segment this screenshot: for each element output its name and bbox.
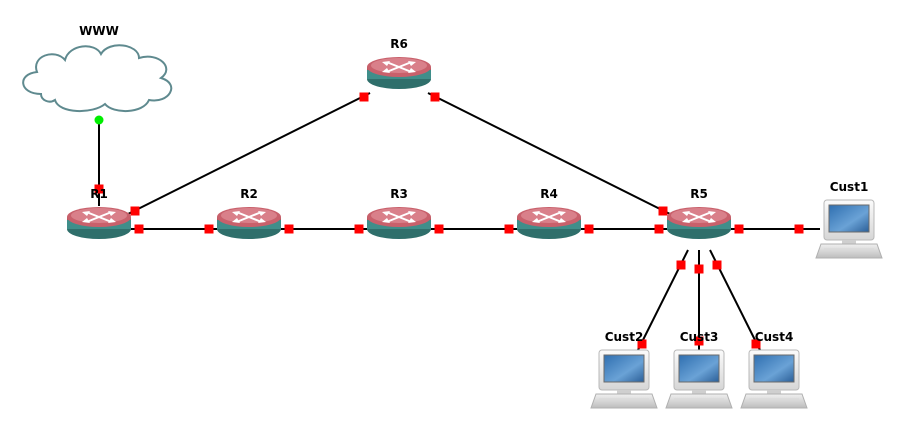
port-r5-on-r5-cust4[interactable] <box>712 260 722 270</box>
port-www-on-www-r1[interactable] <box>94 115 104 125</box>
port-r3-on-r2-r3[interactable] <box>354 224 364 234</box>
router-r1-icon[interactable] <box>66 206 132 240</box>
port-r5-on-r6-r5[interactable] <box>658 206 668 216</box>
port-r5-on-r5-cust1[interactable] <box>734 224 744 234</box>
node-label-cust3: Cust3 <box>679 330 719 344</box>
port-cust2-on-r5-cust2[interactable] <box>637 339 647 349</box>
node-label-r5: R5 <box>690 187 708 201</box>
ports-layer <box>94 92 804 349</box>
port-r1-on-r1-r6[interactable] <box>130 206 140 216</box>
node-label-cust2: Cust2 <box>604 330 644 344</box>
node-label-r6: R6 <box>390 37 408 51</box>
port-r6-on-r1-r6[interactable] <box>359 92 369 102</box>
link-r1-r6[interactable] <box>127 92 371 215</box>
computer-cust4-icon[interactable] <box>740 349 808 409</box>
port-r2-on-r1-r2[interactable] <box>204 224 214 234</box>
router-r4-icon[interactable] <box>516 206 582 240</box>
port-r6-on-r6-r5[interactable] <box>430 92 440 102</box>
node-label-cust1: Cust1 <box>829 180 869 194</box>
port-r4-on-r4-r5[interactable] <box>584 224 594 234</box>
port-r4-on-r3-r4[interactable] <box>504 224 514 234</box>
router-r2-icon[interactable] <box>216 206 282 240</box>
port-r1-on-r1-r2[interactable] <box>134 224 144 234</box>
port-r1-on-www-r1[interactable] <box>94 184 104 194</box>
port-cust3-on-r5-cust3[interactable] <box>694 336 704 346</box>
port-r5-on-r5-cust3[interactable] <box>694 264 704 274</box>
port-r2-on-r2-r3[interactable] <box>284 224 294 234</box>
router-r6-icon[interactable] <box>366 56 432 90</box>
port-cust4-on-r5-cust4[interactable] <box>751 339 761 349</box>
port-cust1-on-r5-cust1[interactable] <box>794 224 804 234</box>
router-r5-icon[interactable] <box>666 206 732 240</box>
port-r5-on-r4-r5[interactable] <box>654 224 664 234</box>
node-label-cust4: Cust4 <box>754 330 794 344</box>
node-label-r2: R2 <box>240 187 258 201</box>
node-label-r1: R1 <box>90 187 108 201</box>
port-r3-on-r3-r4[interactable] <box>434 224 444 234</box>
www-cloud-icon[interactable] <box>22 44 173 113</box>
node-label-r3: R3 <box>390 187 408 201</box>
link-r6-r5[interactable] <box>427 92 671 215</box>
port-r5-on-r5-cust2[interactable] <box>676 260 686 270</box>
computer-cust1-icon[interactable] <box>815 199 883 259</box>
computer-cust2-icon[interactable] <box>590 349 658 409</box>
computer-cust3-icon[interactable] <box>665 349 733 409</box>
router-r3-icon[interactable] <box>366 206 432 240</box>
node-label-www: WWW <box>79 24 119 38</box>
node-label-r4: R4 <box>540 187 558 201</box>
